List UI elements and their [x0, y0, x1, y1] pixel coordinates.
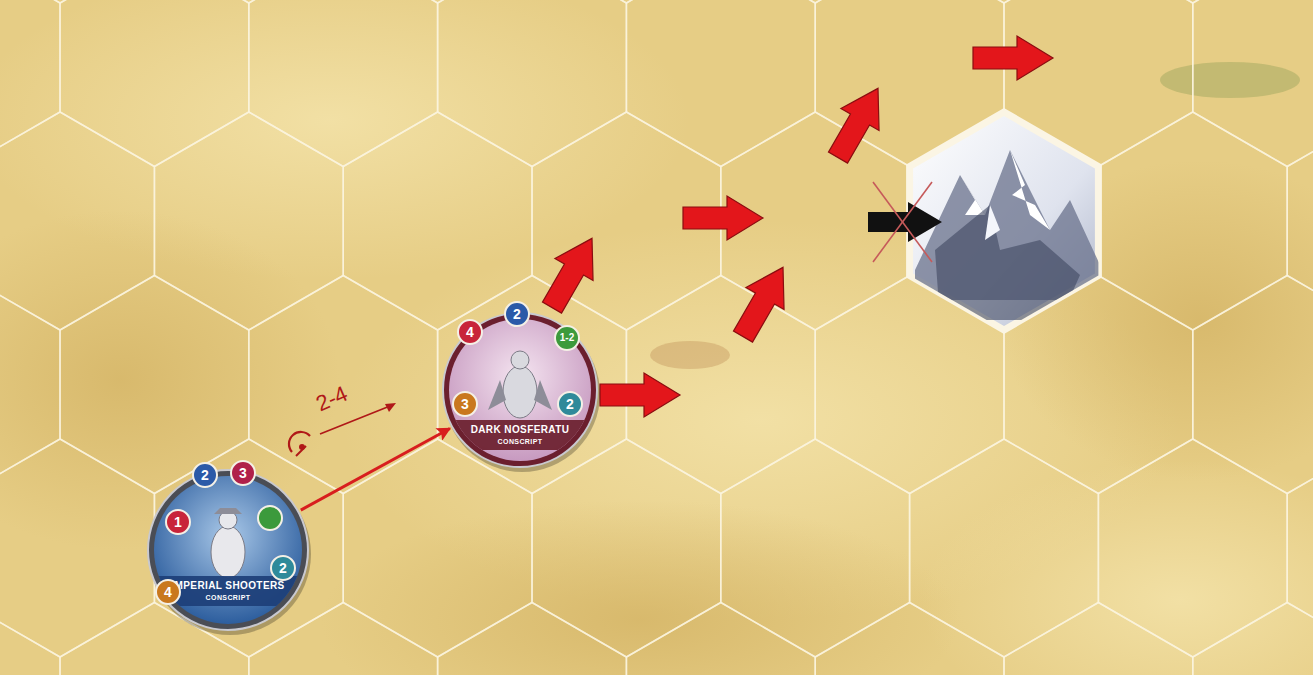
hex-cell [1287, 439, 1313, 657]
hex-cell [0, 0, 154, 3]
figure-detail [214, 508, 242, 514]
hex-cell [1098, 439, 1287, 657]
move-arrow [973, 36, 1053, 80]
token-ring [148, 470, 308, 630]
hex-cell [815, 603, 1004, 675]
move-arrow [724, 256, 802, 347]
hex-cell [1193, 603, 1313, 675]
hex-cell [0, 112, 154, 330]
stat-value: 2 [270, 555, 296, 581]
black-arrow [868, 202, 942, 242]
stat-bubble [258, 506, 282, 530]
hex-cell [249, 276, 438, 494]
range-symbol [289, 403, 396, 456]
move-arrow [819, 77, 897, 168]
hex-cell [0, 276, 60, 494]
unit-name: DARK NOSFERATU [442, 424, 598, 435]
mountain-rock [935, 205, 1080, 320]
stat-value: 1 [165, 509, 191, 535]
hex-cell [1287, 112, 1313, 330]
hex-cell [60, 0, 249, 167]
stat-value: 4 [457, 319, 483, 345]
hex-cell [1193, 276, 1313, 494]
blocked-arrow [868, 182, 942, 262]
hex-cell [626, 0, 815, 167]
grass-patch [1160, 62, 1300, 98]
figure-body [211, 526, 245, 578]
stat-value: 3 [230, 460, 256, 486]
figure-head [511, 351, 529, 369]
hex-cell [438, 0, 627, 167]
hex-cell [1004, 603, 1193, 675]
hex-cell [721, 439, 910, 657]
stat-value: 4 [155, 579, 181, 605]
hex-cell [1287, 0, 1313, 3]
unit-token: DARK NOSFERATUCONSCRIPT421-223 [442, 312, 598, 468]
hex-cell [532, 439, 721, 657]
hex-cell [910, 439, 1099, 657]
hex-cell [438, 603, 627, 675]
hex-cell [0, 603, 60, 675]
figure-body [503, 366, 537, 418]
unit-rank: CONSCRIPT [442, 438, 598, 446]
stat-value: 2 [557, 391, 583, 417]
move-arrow [683, 196, 763, 240]
stat-value: 3 [452, 391, 478, 417]
move-arrow [533, 227, 611, 318]
move-arrows [533, 36, 1053, 417]
token-ring [443, 313, 597, 467]
stat-value: 2 [504, 301, 530, 327]
cross-line [873, 182, 932, 262]
name-ribbon [442, 420, 598, 450]
dirt-mark [650, 341, 730, 369]
stat-value: 2 [192, 462, 218, 488]
mountain-snow [1010, 150, 1050, 230]
cross-line [873, 182, 932, 262]
hex-cell [626, 603, 815, 675]
hex-cell [249, 0, 438, 167]
hex-cell [1098, 112, 1287, 330]
mountain-snow [985, 205, 1000, 240]
hex-cell [438, 276, 627, 494]
stat-value: 1-2 [554, 325, 580, 351]
attack-arrow [301, 428, 450, 510]
range-icon [296, 446, 306, 456]
range-icon [289, 432, 310, 452]
mountain-snow [960, 175, 985, 215]
range-arrowhead [385, 403, 396, 412]
hex-cell [60, 276, 249, 494]
token-art [147, 469, 309, 631]
hex-cell [0, 439, 154, 657]
unit-token: IMPERIAL SHOOTERSCONSCRIPT12324 [147, 469, 309, 631]
figure-detail [488, 380, 552, 410]
hex-cell [1193, 0, 1313, 167]
hex-cell [343, 112, 532, 330]
move-arrow [600, 373, 680, 417]
hex-cell [154, 112, 343, 330]
